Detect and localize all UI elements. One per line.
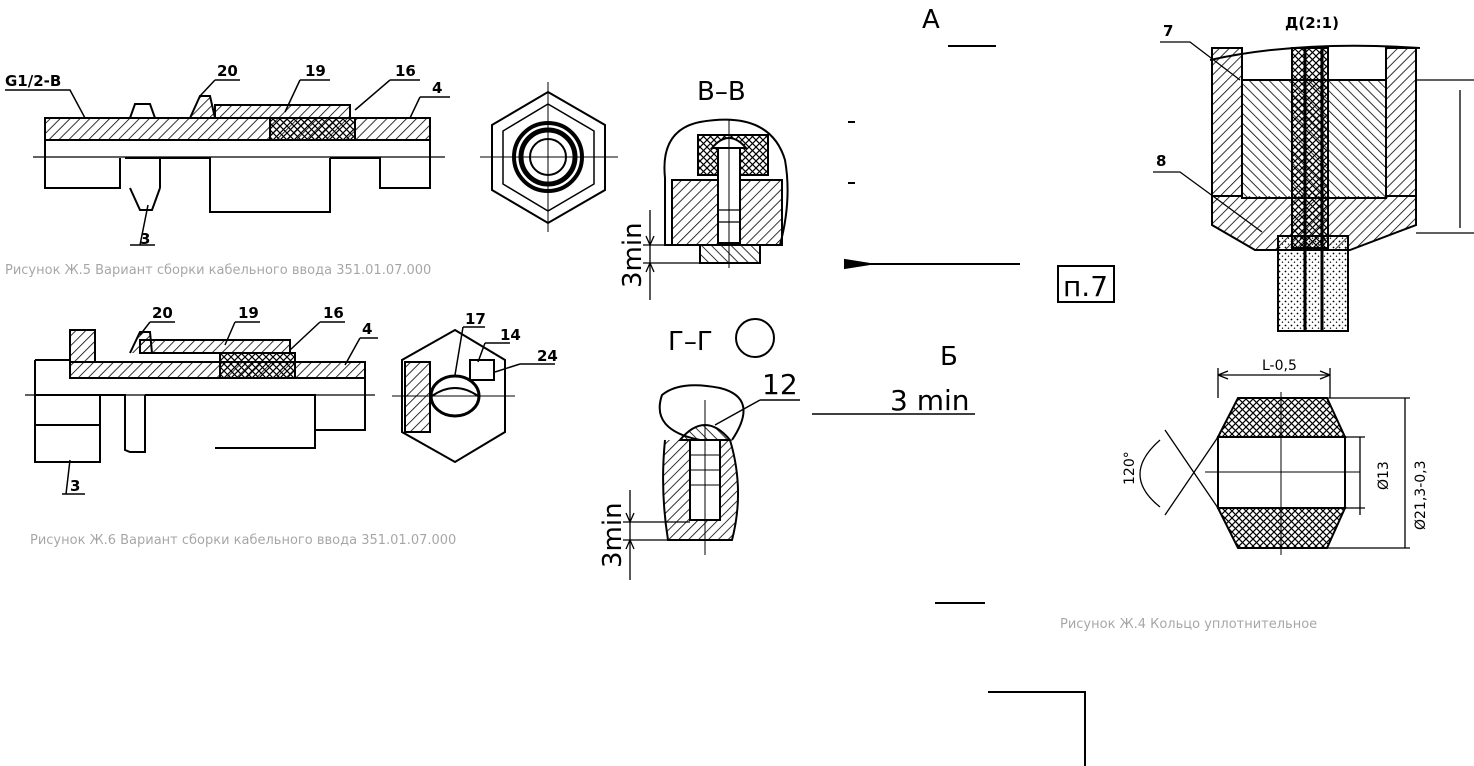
leaders-hex — [454, 326, 555, 376]
label-top-3: 3 — [140, 230, 150, 248]
hex-nut-view — [480, 82, 618, 232]
leaders-top — [5, 79, 450, 246]
hex-section-view — [392, 328, 515, 464]
view-a-title: А — [922, 5, 940, 35]
dim-angle: 120° — [1122, 451, 1138, 485]
label-top-19: 19 — [305, 62, 326, 80]
dim-vv — [643, 210, 700, 300]
label-bot-4: 4 — [362, 320, 372, 338]
corner-mark — [988, 691, 1086, 766]
label-bot-20: 20 — [152, 304, 173, 322]
note-label: п.7 — [1063, 270, 1108, 303]
detail-d-title: Д(2:1) — [1285, 14, 1339, 32]
dim-3min-b: 3min — [598, 502, 628, 568]
label-bot-16: 16 — [323, 304, 344, 322]
view-b-title: Б — [940, 342, 958, 372]
label-top-16: 16 — [395, 62, 416, 80]
dim-3min-a: 3min — [618, 222, 648, 288]
section-gg-symbol — [735, 318, 775, 358]
label-24: 24 — [537, 347, 558, 365]
section-vv-title: B–B — [697, 77, 746, 107]
detail-d-dims — [1153, 41, 1474, 234]
label-7: 7 — [1163, 22, 1173, 40]
label-top-4: 4 — [432, 79, 442, 97]
label-12: 12 — [762, 368, 798, 401]
label-17: 17 — [465, 310, 486, 328]
label-14: 14 — [500, 326, 521, 344]
label-bot-3: 3 — [70, 477, 80, 495]
label-8: 8 — [1156, 152, 1166, 170]
section-gg — [658, 384, 745, 555]
caption-fig5: Рисунок Ж.5 Вариант сборки кабельного вв… — [5, 263, 431, 278]
dim-d13: Ø13 — [1376, 461, 1392, 490]
dim-3min-c: 3 min — [890, 384, 970, 417]
label-bot-19: 19 — [238, 304, 259, 322]
seal-ring — [1205, 392, 1360, 555]
dim-gg — [623, 490, 690, 580]
section-vv — [663, 118, 789, 268]
label-thread: G1/2-B — [5, 72, 61, 90]
detail-d — [1209, 44, 1421, 332]
view-a — [844, 45, 1020, 270]
seal-ring-dims — [1139, 368, 1410, 549]
leader-12 — [714, 399, 800, 426]
dim-L: L-0,5 — [1262, 358, 1297, 374]
note-box — [1057, 265, 1115, 303]
label-top-20: 20 — [217, 62, 238, 80]
dim-d21: Ø21,3-0,3 — [1413, 460, 1429, 530]
caption-fig4: Рисунок Ж.4 Кольцо уплотнительное — [1060, 617, 1317, 632]
assembly-bottom — [25, 329, 375, 463]
leaders-bottom — [62, 321, 378, 495]
assembly-top — [33, 95, 445, 213]
section-gg-title: Г–Г — [668, 327, 713, 357]
view-b — [812, 413, 985, 604]
caption-fig6: Рисунок Ж.6 Вариант сборки кабельного вв… — [30, 533, 456, 548]
